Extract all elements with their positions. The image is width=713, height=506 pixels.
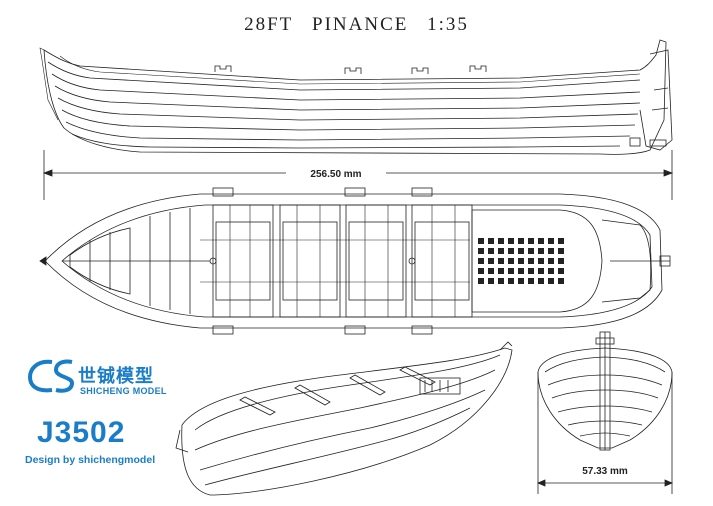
rudder [639, 49, 673, 151]
plan-view [39, 187, 671, 335]
brand-name-en: SHICHENG MODEL [80, 386, 167, 396]
length-label: 256.50 mm [310, 169, 361, 180]
thole-blocks-side [214, 65, 487, 74]
title-type: PINANCE [312, 14, 409, 35]
side-hull-outline [43, 39, 667, 155]
brand-logo-icon [27, 359, 75, 393]
beam-label: 57.33 mm [582, 466, 628, 477]
perspective-thwarts [239, 366, 461, 416]
model-code: J3502 [37, 416, 126, 449]
perspective-hull [181, 347, 513, 496]
brand-name-cn: 世铖模型 [78, 366, 154, 387]
plan-hull-outline [44, 193, 663, 329]
title-name: 28FT [244, 14, 294, 35]
plan-thole-blocks [212, 187, 433, 335]
stern-view [537, 331, 673, 451]
perspective-view [175, 341, 513, 496]
title-scale: 1:35 [427, 14, 469, 35]
length-dimension [42, 150, 674, 200]
side-profile-view [39, 39, 673, 155]
beam-dimension [536, 372, 674, 494]
stern-hull [537, 347, 673, 449]
page-title: 28FT PINANCE 1:35 [0, 14, 713, 36]
thwarts [212, 204, 473, 318]
stem [39, 47, 59, 121]
designer-credit: Design by shichengmodel [25, 454, 156, 466]
stern-grating [478, 238, 564, 284]
